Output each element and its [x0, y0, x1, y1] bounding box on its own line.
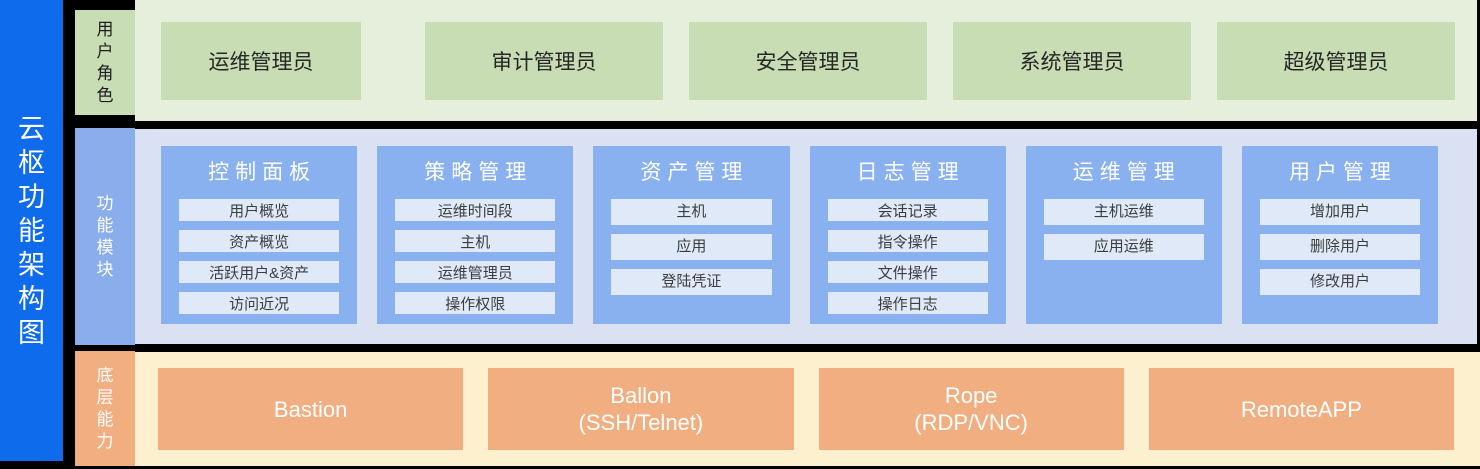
capability-line: RemoteAPP [1240, 396, 1362, 422]
module-item: 操作权限 [395, 292, 556, 314]
module-item: 用户概览 [179, 199, 340, 221]
module-item: 主机运维 [1043, 199, 1204, 225]
module-title: 控制面板 [208, 161, 317, 184]
module-item: 运维时间段 [395, 199, 556, 221]
module-item: 应用 [611, 234, 772, 260]
function-modules-band-label-text: 功能模块 [96, 193, 114, 279]
role-box-super-admin: 超级管理员 [1217, 21, 1455, 100]
module-title: 用户管理 [1288, 161, 1397, 184]
capabilities-band: Bastion Ballon (SSH/Telnet) Rope (RDP/VN… [135, 352, 1480, 466]
role-box-ops-admin: 运维管理员 [161, 21, 361, 100]
module-column-log-mgmt: 日志管理 会话记录 指令操作 文件操作 操作日志 [809, 146, 1006, 324]
module-item: 会话记录 [827, 199, 988, 221]
module-column-ops-mgmt: 运维管理 主机运维 应用运维 [1025, 146, 1222, 324]
diagram-title: 云枢功能架构图 [17, 113, 45, 348]
module-item: 运维管理员 [395, 261, 556, 283]
module-item: 指令操作 [827, 230, 988, 252]
module-column-user-mgmt: 用户管理 增加用户 删除用户 修改用户 [1241, 146, 1439, 324]
capabilities-band-label: 底层能力 [75, 351, 135, 466]
diagram-title-sidebar: 云枢功能架构图 [0, 0, 63, 461]
module-item: 应用运维 [1043, 234, 1204, 260]
capability-box-ballon: Ballon (SSH/Telnet) [488, 368, 794, 450]
module-item: 主机 [611, 199, 772, 225]
function-modules-band-label: 功能模块 [75, 128, 135, 345]
capability-box-rope: Rope (RDP/VNC) [818, 368, 1124, 450]
module-item: 登陆凭证 [611, 269, 772, 295]
capability-line: (SSH/Telnet) [578, 410, 704, 435]
capabilities-band-label-text: 底层能力 [96, 365, 114, 451]
module-item: 主机 [395, 230, 556, 252]
capability-line: Ballon [610, 383, 672, 408]
role-box-audit-admin: 审计管理员 [425, 21, 663, 100]
capability-line: (RDP/VNC) [914, 410, 1028, 435]
function-modules-band: 控制面板 用户概览 资产概览 活跃用户&资产 访问近况 策略管理 运维时间段 主… [135, 129, 1477, 344]
user-roles-band: 运维管理员 审计管理员 安全管理员 系统管理员 超级管理员 [135, 0, 1477, 121]
capability-box-remoteapp: RemoteAPP [1148, 368, 1454, 450]
module-item: 活跃用户&资产 [179, 261, 340, 283]
capability-line: Rope [944, 383, 998, 408]
user-roles-band-label: 用户角色 [75, 10, 135, 115]
module-item: 访问近况 [179, 292, 340, 314]
capability-line: Bastion [273, 396, 348, 422]
module-title: 策略管理 [424, 161, 533, 184]
capability-box-bastion: Bastion [158, 368, 464, 450]
module-item: 资产概览 [179, 230, 340, 252]
module-title: 日志管理 [856, 161, 965, 184]
module-item: 增加用户 [1259, 199, 1421, 225]
module-column-control-panel: 控制面板 用户概览 资产概览 活跃用户&资产 访问近况 [161, 146, 358, 324]
module-column-policy-mgmt: 策略管理 运维时间段 主机 运维管理员 操作权限 [377, 146, 574, 324]
module-item: 修改用户 [1259, 269, 1421, 295]
module-column-asset-mgmt: 资产管理 主机 应用 登陆凭证 [593, 146, 790, 324]
module-item: 文件操作 [827, 261, 988, 283]
user-roles-band-label-text: 用户角色 [96, 19, 114, 105]
role-box-security-admin: 安全管理员 [689, 21, 927, 100]
role-box-system-admin: 系统管理员 [953, 21, 1191, 100]
module-item: 操作日志 [827, 292, 988, 314]
module-item: 删除用户 [1259, 234, 1421, 260]
module-title: 运维管理 [1072, 161, 1181, 184]
module-title: 资产管理 [640, 161, 749, 184]
